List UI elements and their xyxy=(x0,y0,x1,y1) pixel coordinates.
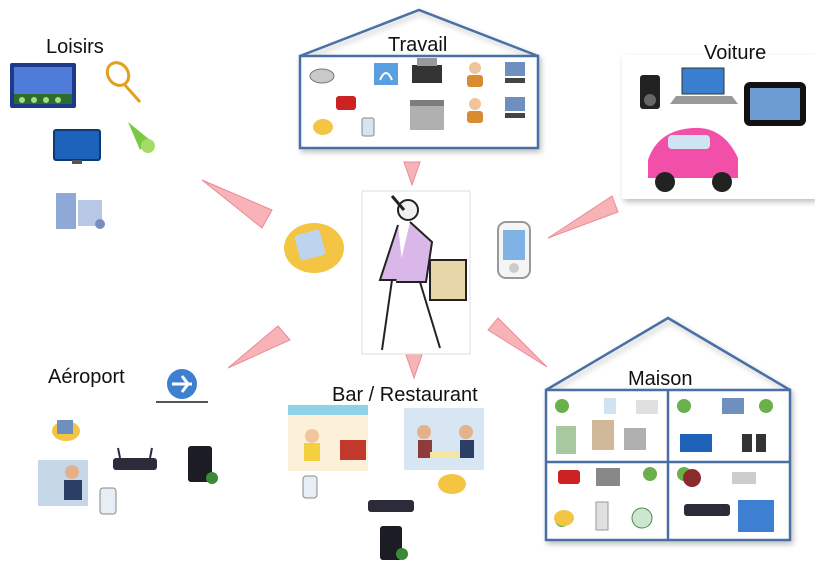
airport-label: Aéroport xyxy=(48,366,125,388)
pda-icon xyxy=(302,474,466,499)
ipod-icon xyxy=(640,75,660,109)
arrows-group xyxy=(201,161,619,380)
gps-icon xyxy=(744,82,806,126)
computer-icon xyxy=(722,398,744,414)
restaurant-scene-icon xyxy=(404,408,484,470)
fridge-icon xyxy=(556,426,576,454)
game-console-icon xyxy=(10,63,76,108)
car-label: Voiture xyxy=(704,42,767,64)
arrow-to-car xyxy=(547,195,619,239)
computer-icon xyxy=(52,420,80,441)
home-icons xyxy=(554,398,774,532)
laptop-icon xyxy=(670,67,738,104)
media-icon xyxy=(56,193,105,229)
server-icon xyxy=(380,526,408,560)
person-icon xyxy=(38,460,88,506)
arrow-to-airport xyxy=(227,325,291,369)
plane-icon xyxy=(156,369,208,403)
tv-icon xyxy=(680,434,712,452)
router-icon xyxy=(368,500,414,512)
phone-icon xyxy=(336,96,356,110)
tv-icon xyxy=(53,129,101,164)
home-label: Maison xyxy=(628,368,693,390)
bar-label: Bar / Restaurant xyxy=(332,384,478,406)
pda-icon xyxy=(99,487,117,515)
router-icon xyxy=(113,447,157,470)
server-icon xyxy=(188,446,218,484)
speaker-icon xyxy=(742,434,752,452)
leisure-label: Loisirs xyxy=(46,36,104,58)
arrow-to-work xyxy=(403,161,421,187)
computer-icon xyxy=(505,62,525,118)
arrow-to-leisure xyxy=(201,179,273,229)
traveler-figure xyxy=(378,195,467,351)
fingerprint-icon xyxy=(374,63,398,85)
bar-scene-icon xyxy=(288,405,368,471)
arrow-to-home xyxy=(487,317,548,368)
arrow-to-bar xyxy=(404,351,424,380)
person-icon xyxy=(467,62,483,123)
printer-icon xyxy=(412,58,442,83)
copier-icon xyxy=(410,100,444,130)
pda-icon xyxy=(313,117,375,137)
tennis-racket-icon xyxy=(105,61,142,103)
phone-icon xyxy=(558,470,580,484)
shuttlecock-icon xyxy=(128,122,155,153)
washer-icon xyxy=(624,428,646,450)
work-label: Travail xyxy=(388,34,448,56)
camera-icon xyxy=(596,468,620,486)
oven-icon xyxy=(592,420,614,450)
car-icon xyxy=(648,127,738,192)
smartphone-icon xyxy=(497,221,531,279)
projector-icon xyxy=(309,68,335,84)
